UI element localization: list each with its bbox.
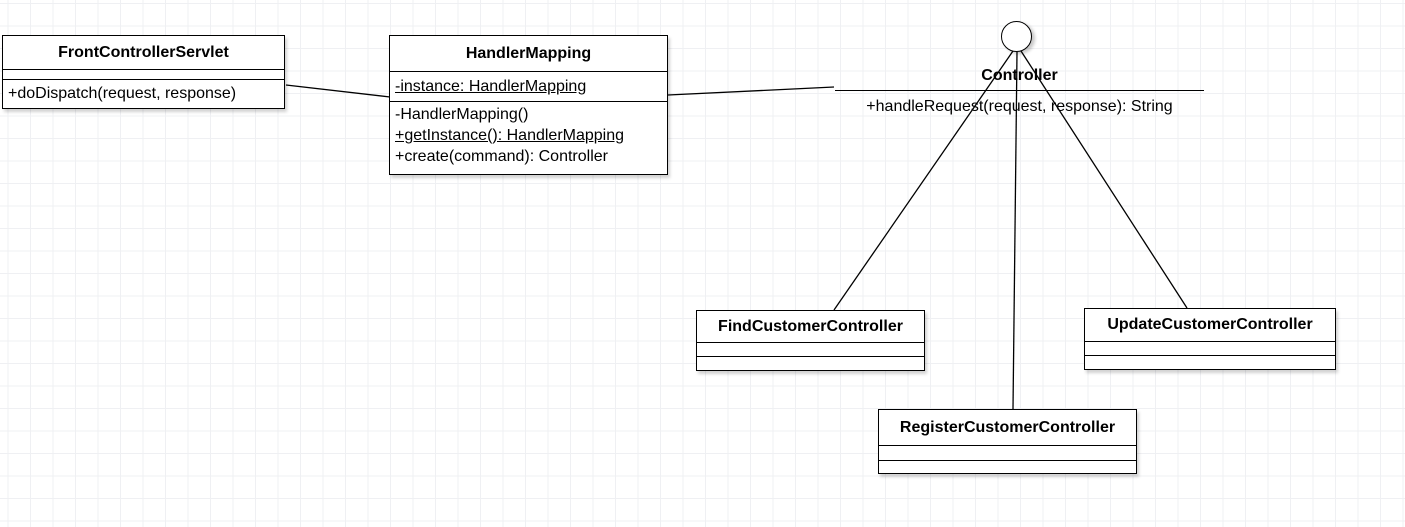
class-methods-section	[697, 357, 924, 370]
class-attributes-section	[697, 343, 924, 357]
class-method: +doDispatch(request, response)	[8, 85, 237, 102]
class-title: FindCustomerController	[697, 311, 924, 343]
class-attributes-section	[879, 446, 1136, 461]
class-methods-section: -HandlerMapping() +getInstance(): Handle…	[390, 102, 667, 174]
class-attributes-section	[3, 70, 284, 80]
class-title: RegisterCustomerController	[879, 410, 1136, 446]
class-title: UpdateCustomerController	[1085, 309, 1335, 342]
class-updatecustomercontroller[interactable]: UpdateCustomerController	[1084, 308, 1336, 370]
class-method: +getInstance(): HandlerMapping	[395, 127, 625, 144]
class-frontcontrollerservlet[interactable]: FrontControllerServlet +doDispatch(reque…	[2, 35, 285, 109]
edge-controller-to-registercustomercontroller[interactable]	[1012, 51, 1018, 410]
class-methods-section	[1085, 356, 1335, 369]
class-registercustomercontroller[interactable]: RegisterCustomerController	[878, 409, 1137, 474]
class-method: -HandlerMapping()	[395, 106, 529, 123]
class-title: HandlerMapping	[390, 36, 667, 72]
class-attributes-section	[1085, 342, 1335, 356]
class-method: +create(command): Controller	[395, 148, 608, 165]
class-findcustomercontroller[interactable]: FindCustomerController	[696, 310, 925, 371]
interface-lollipop-circle[interactable]	[1001, 21, 1032, 52]
interface-title[interactable]: Controller	[835, 59, 1204, 91]
interface-method: +handleRequest(request, response): Strin…	[866, 98, 1173, 115]
class-handlermapping[interactable]: HandlerMapping -instance: HandlerMapping…	[389, 35, 668, 175]
class-methods-section	[879, 461, 1136, 473]
class-attribute: -instance: HandlerMapping	[390, 72, 667, 102]
class-title: FrontControllerServlet	[3, 36, 284, 70]
edge-controller-to-findcustomercontroller[interactable]	[833, 50, 1014, 311]
edge-controller-to-updatecustomercontroller[interactable]	[1020, 50, 1188, 309]
edge-handlermapping-to-controller-interface[interactable]	[667, 86, 835, 96]
edge-frontcontrollerservlet-to-handlermapping[interactable]	[285, 84, 391, 98]
